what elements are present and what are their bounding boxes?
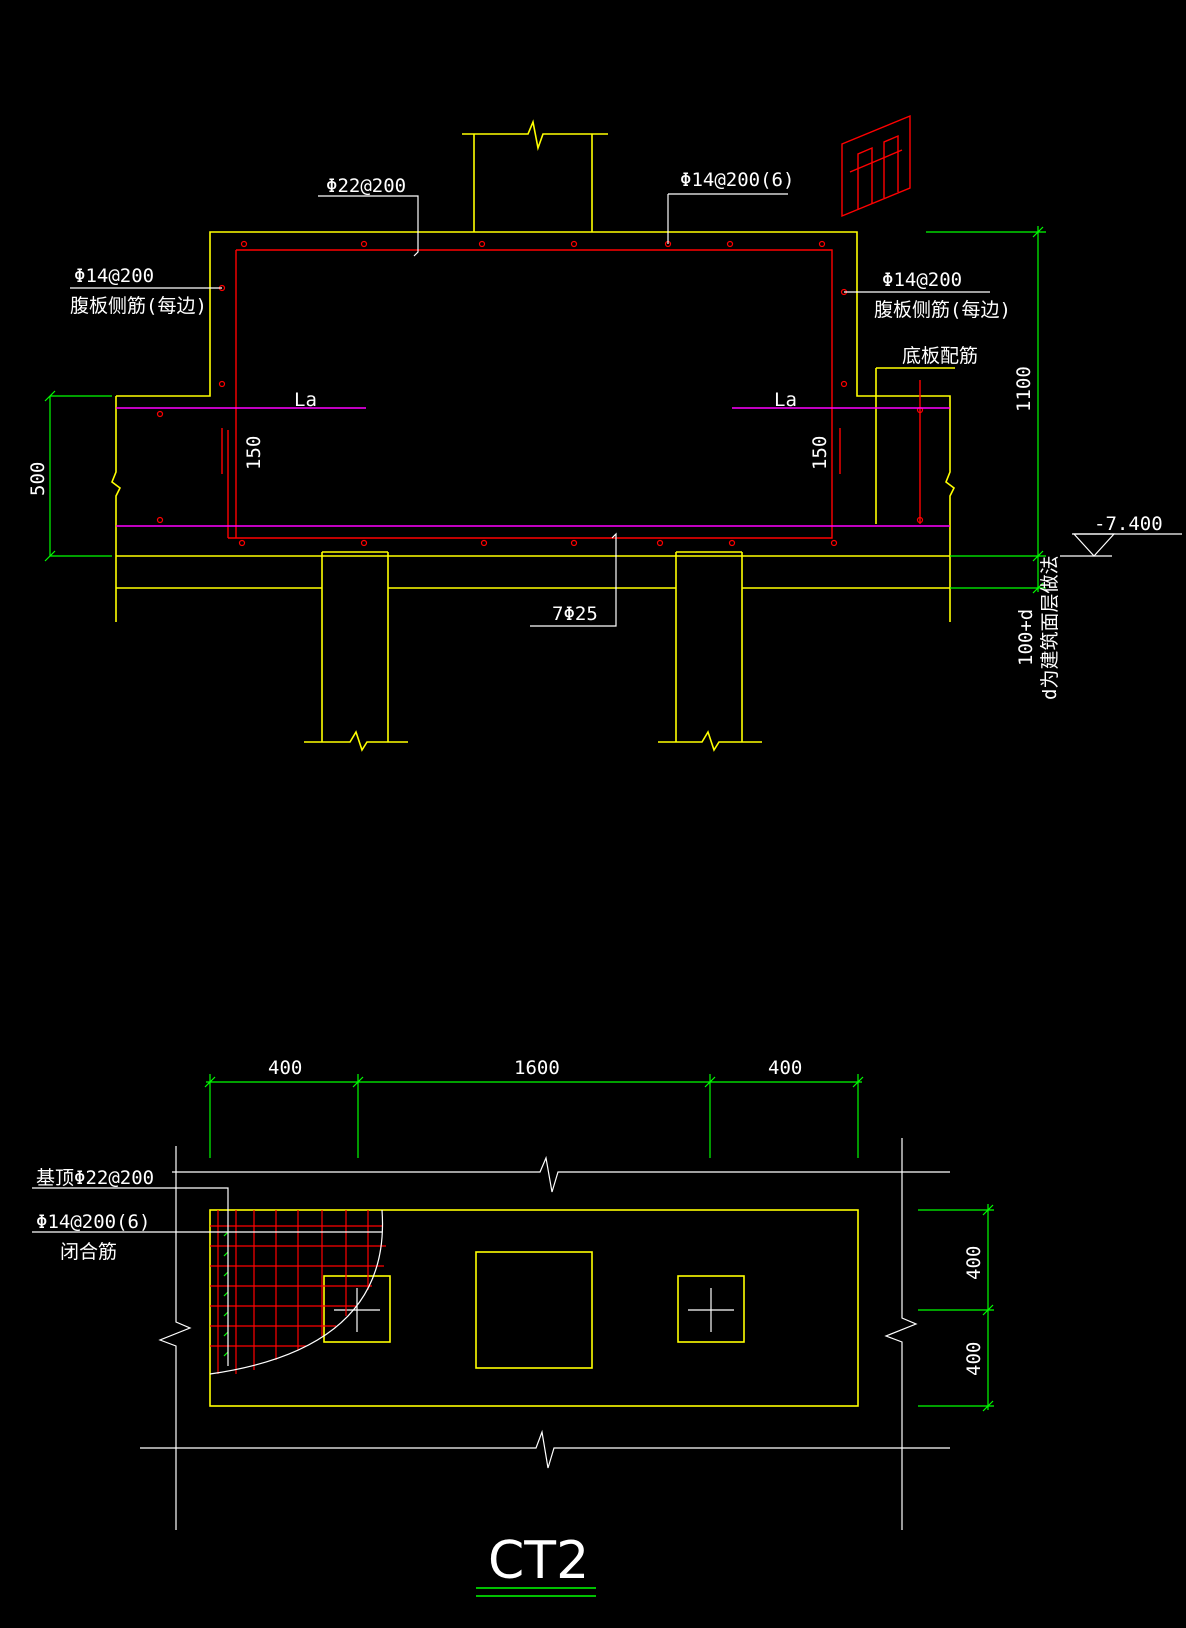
- section-view: Φ22@200 Φ14@200(6) Φ14@200 腹板侧筋(每边) Φ14@…: [27, 114, 1182, 752]
- plan-stirrup-label: Φ14@200(6): [36, 1211, 150, 1233]
- section-dimensions: [44, 226, 1046, 594]
- plan-top-rebar-label: 基顶Φ22@200: [36, 1167, 154, 1189]
- pile-cap-plan: [209, 1209, 859, 1407]
- beam-outline: [111, 231, 956, 752]
- dim-right-1: 400: [963, 1342, 985, 1376]
- dim-top-2: 400: [768, 1057, 802, 1079]
- plan-cutout-arc: [209, 1209, 384, 1375]
- pile-center-marks: [334, 1288, 734, 1332]
- dim-right-height: 1100: [1013, 366, 1035, 412]
- spacing-right-label: 150: [809, 436, 831, 470]
- dim-bottom-label: 100+d: [1015, 609, 1037, 666]
- section-leaders: [70, 193, 990, 627]
- plan-rebar-ticks: [223, 1231, 229, 1357]
- elevation-label: -7.400: [1094, 513, 1163, 535]
- drawing-title: CT2: [488, 1531, 589, 1591]
- rebar-cage: [156, 114, 924, 547]
- dim-top-1: 1600: [514, 1057, 560, 1079]
- left-side-rebar-note: 腹板侧筋(每边): [70, 295, 207, 317]
- lap-left-label: La: [294, 389, 317, 411]
- left-side-rebar-label: Φ14@200: [74, 265, 154, 287]
- dim-top-0: 400: [268, 1057, 302, 1079]
- top-rebar-label: Φ22@200: [326, 175, 406, 197]
- stirrup-label: Φ14@200(6): [680, 169, 794, 191]
- pile-plan-left: [323, 1275, 391, 1343]
- plan-dimensions: [204, 1074, 994, 1412]
- plan-rebar-grid: [210, 1210, 386, 1374]
- rebar-dots: [156, 240, 924, 547]
- dim-bottom-note: d为建筑面层做法: [1039, 556, 1061, 700]
- bottom-plate-rebar-label: 底板配筋: [902, 345, 978, 367]
- column-stub-top: [462, 119, 608, 232]
- spacing-left-label: 150: [243, 436, 265, 470]
- title-underline: [476, 1587, 596, 1597]
- pile-plan-right: [677, 1275, 745, 1343]
- dim-right-0: 400: [963, 1246, 985, 1280]
- plan-break-lines: [140, 1138, 950, 1530]
- column-plan: [475, 1251, 593, 1369]
- right-side-rebar-label: Φ14@200: [882, 269, 962, 291]
- right-side-rebar-note: 腹板侧筋(每边): [874, 299, 1011, 321]
- dim-left-height: 500: [27, 462, 49, 496]
- plan-labels: 400 1600 400 400 400 基顶Φ22@200 Φ14@200(6…: [36, 1057, 985, 1591]
- section-labels: Φ22@200 Φ14@200(6) Φ14@200 腹板侧筋(每边) Φ14@…: [27, 169, 1163, 700]
- bottom-rebar-label: 7Φ25: [552, 603, 598, 625]
- rebar-sketch-icon: [841, 114, 911, 218]
- elevation-marker: [1060, 533, 1182, 557]
- plan-view: 400 1600 400 400 400 基顶Φ22@200 Φ14@200(6…: [32, 1057, 994, 1597]
- lap-right-label: La: [774, 389, 797, 411]
- plan-leaders: [32, 1187, 382, 1366]
- plan-stirrup-note: 闭合筋: [60, 1241, 117, 1263]
- lap-lines: [116, 407, 950, 527]
